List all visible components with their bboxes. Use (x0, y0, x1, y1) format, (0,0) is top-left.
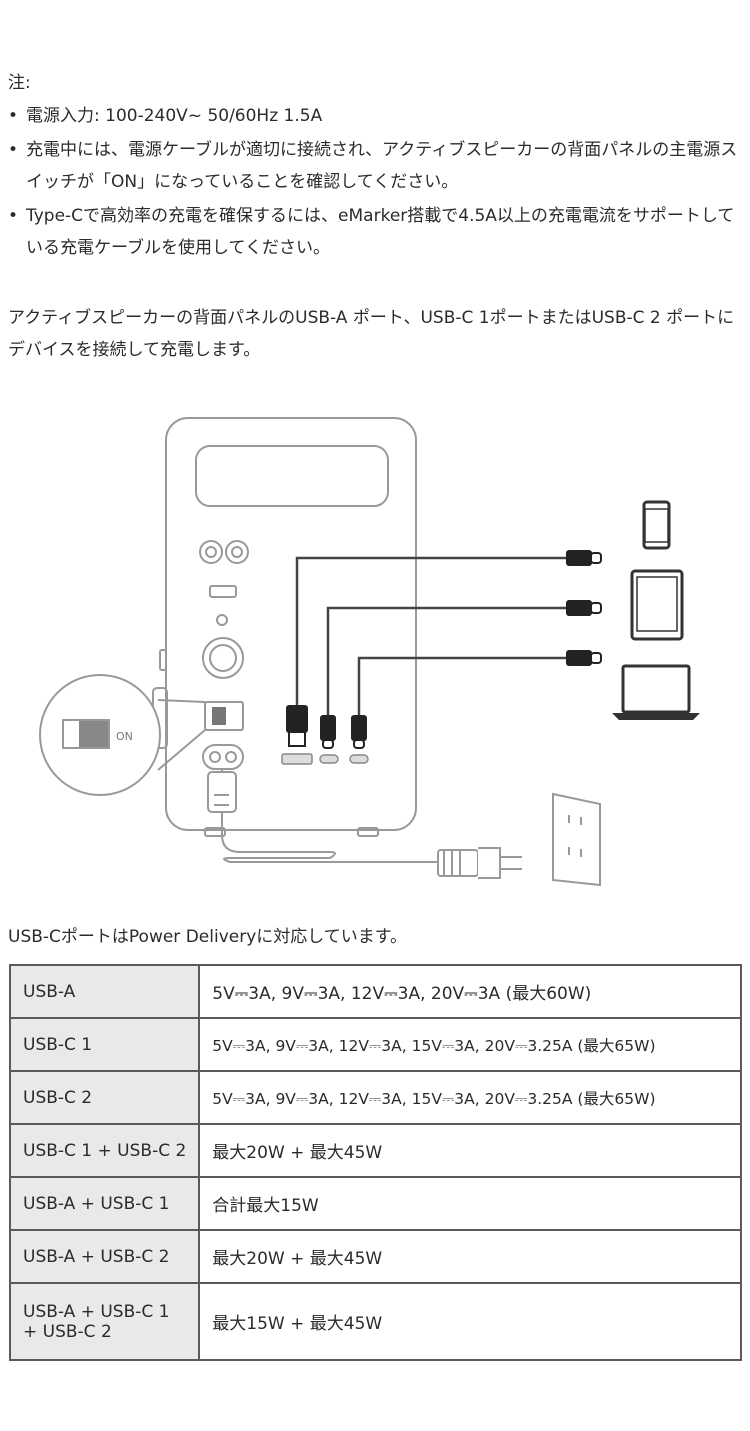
power-switch (204, 701, 244, 731)
cable-usb-c2 (357, 656, 570, 715)
speaker-top-vent (195, 445, 389, 507)
note-text: 充電中には、電源ケーブルが適切に接続され、アクティブスピーカーの背面パネルの主電… (26, 140, 738, 192)
usb-c1-plug (320, 715, 336, 741)
wall-outlet (552, 792, 601, 887)
note-item: •充電中には、電源ケーブルが適切に接続され、アクティブスピーカーの背面パネルの主… (8, 140, 738, 192)
power-inlet (202, 744, 244, 770)
note-text: 電源入力: 100-240V~ 50/60Hz 1.5A (26, 106, 323, 126)
instructions-paragraph: アクティブスピーカーの背面パネルのUSB-A ポート、USB-C 1ポートまたは… (8, 308, 735, 360)
charging-diagram-illustration: ON (39, 417, 700, 887)
spec-cell: 合計最大15W (198, 1176, 742, 1231)
port-cell: USB-C 1 + USB-C 2 (8, 1123, 201, 1178)
table-row: USB-A + USB-C 2 最大20W + 最大45W (8, 1229, 742, 1284)
table-row: USB-A + USB-C 1 + USB-C 2 最大15W + 最大45W (8, 1282, 742, 1361)
spec-cell: 最大15W + 最大45W (198, 1282, 742, 1361)
note-text: Type-Cで高効率の充電を確保するには、eMarker搭載で4.5A以上の充電… (26, 206, 735, 258)
spec-cell: 5V⎓3A, 9V⎓3A, 12V⎓3A, 15V⎓3A, 20V⎓3.25A … (198, 1070, 742, 1125)
table-row: USB-A 5V⎓3A, 9V⎓3A, 12V⎓3A, 20V⎓3A (最大60… (8, 964, 742, 1019)
port-cell: USB-C 1 (8, 1017, 201, 1072)
cable-usb-c1 (326, 606, 570, 715)
port-cell: USB-A (8, 964, 201, 1019)
usb-a-plug (286, 705, 308, 733)
rca-jack-left (199, 540, 223, 564)
phone-icon (642, 500, 671, 550)
notes-list: •電源入力: 100-240V~ 50/60Hz 1.5A •充電中には、電源ケ… (8, 100, 743, 266)
spec-cell: 最大20W + 最大45W (198, 1229, 742, 1284)
rca-jack-right (225, 540, 249, 564)
pd-caption: USB-CポートはPower Deliveryに対応しています。 (8, 927, 408, 947)
usb-a-port (281, 753, 313, 765)
power-cord (221, 770, 440, 863)
port-cell: USB-C 2 (8, 1070, 201, 1125)
usb-c2-port (349, 754, 369, 764)
tablet-icon (630, 569, 684, 641)
speaker-back-panel (165, 417, 417, 831)
table-row: USB-C 2 5V⎓3A, 9V⎓3A, 12V⎓3A, 15V⎓3A, 20… (8, 1070, 742, 1125)
table-row: USB-C 1 5V⎓3A, 9V⎓3A, 12V⎓3A, 15V⎓3A, 20… (8, 1017, 742, 1072)
usb-c1-port (319, 754, 339, 764)
laptop-icon (621, 664, 691, 714)
port-cell: USB-A + USB-C 1 (8, 1176, 201, 1231)
charging-diagram: ON (0, 410, 750, 900)
port-cell: USB-A + USB-C 2 (8, 1229, 201, 1284)
table-row: USB-C 1 + USB-C 2 最大20W + 最大45W (8, 1123, 742, 1178)
table-row: USB-A + USB-C 1 合計最大15W (8, 1176, 742, 1231)
spec-cell: 最大20W + 最大45W (198, 1123, 742, 1178)
spec-cell: 5V⎓3A, 9V⎓3A, 12V⎓3A, 20V⎓3A (最大60W) (198, 964, 742, 1019)
aux-port (209, 585, 237, 598)
spec-cell: 5V⎓3A, 9V⎓3A, 12V⎓3A, 15V⎓3A, 20V⎓3.25A … (198, 1017, 742, 1072)
port-cell: USB-A + USB-C 1 + USB-C 2 (8, 1282, 201, 1361)
usb-output-table: USB-A 5V⎓3A, 9V⎓3A, 12V⎓3A, 20V⎓3A (最大60… (8, 964, 742, 1361)
note-item: •Type-Cで高効率の充電を確保するには、eMarker搭載で4.5A以上の充… (8, 206, 735, 258)
din-connector (202, 637, 244, 679)
switch-on-label: ON (116, 730, 133, 743)
cable-usb-a (295, 556, 570, 705)
usb-c2-plug (351, 715, 367, 741)
note-item: •電源入力: 100-240V~ 50/60Hz 1.5A (8, 106, 323, 126)
notes-heading: 注: (8, 73, 31, 93)
